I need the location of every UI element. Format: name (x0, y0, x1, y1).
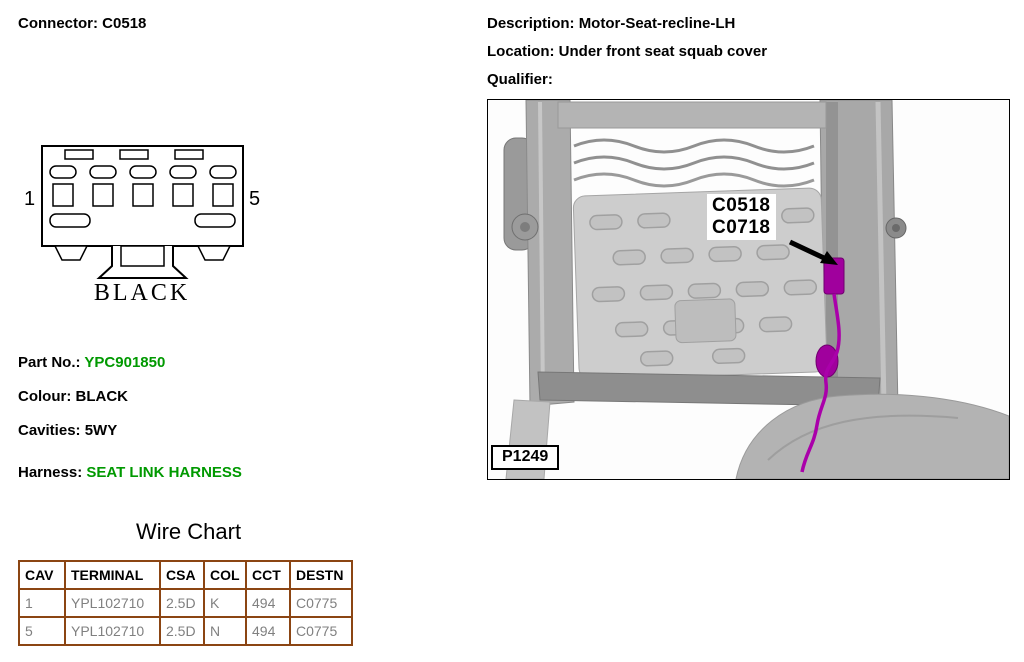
callout-line2: C0718 (712, 217, 771, 238)
part-no-line: Part No.: YPC901850 (18, 354, 165, 371)
part-no-label: Part No.: (18, 354, 81, 371)
callout-arrow (788, 239, 826, 261)
col-header-terminal: TERMINAL (64, 560, 161, 590)
cell-destn: C0775 (289, 616, 353, 646)
location-value: Under front seat squab cover (558, 43, 768, 60)
pin-number-last: 5 (249, 188, 260, 210)
seat-cushion (735, 393, 1009, 479)
seat-back-panel (572, 187, 828, 381)
cell-destn: C0775 (289, 588, 353, 618)
harness-line: Harness: SEAT LINK HARNESS (18, 464, 242, 481)
seat-frame-left-rail (525, 100, 575, 407)
col-header-col: COL (203, 560, 247, 590)
colour-value: BLACK (75, 388, 129, 405)
cell-terminal: YPL102710 (64, 588, 161, 618)
wire-chart-row: 1 YPL102710 2.5D K 494 C0775 (18, 588, 353, 618)
seat-frame-illustration (488, 100, 1009, 479)
qualifier-label: Qualifier: (487, 71, 553, 88)
part-no-value: YPC901850 (84, 354, 166, 371)
cell-csa: 2.5D (159, 588, 205, 618)
wire-chart-title: Wire Chart (135, 519, 242, 544)
harness-label: Harness: (18, 464, 83, 481)
col-header-csa: CSA (159, 560, 205, 590)
cell-col: K (203, 588, 247, 618)
connector-title: Connector: C0518 (18, 15, 146, 32)
pin-number-first: 1 (24, 188, 35, 210)
qualifier-line: Qualifier: (487, 71, 553, 88)
connector-face-svg: 1 5 BLACK (24, 145, 260, 306)
connector-value: C0518 (102, 15, 147, 32)
col-header-cct: CCT (245, 560, 291, 590)
description-value: Motor-Seat-recline-LH (578, 15, 736, 32)
cell-csa: 2.5D (159, 616, 205, 646)
housing-color-text: BLACK (94, 280, 190, 306)
cell-cct: 494 (245, 588, 291, 618)
cell-col: N (203, 616, 247, 646)
col-header-cav: CAV (18, 560, 66, 590)
wire-chart-header-row: CAV TERMINAL CSA COL CCT DESTN (18, 560, 353, 590)
cell-cct: 494 (245, 616, 291, 646)
highlighted-wire (800, 293, 841, 473)
description-line: Description: Motor-Seat-recline-LH (487, 15, 735, 32)
connector-face-diagram: 1 5 BLACK (12, 138, 268, 308)
wire-chart-row: 5 YPL102710 2.5D N 494 C0775 (18, 616, 353, 646)
cell-cav: 1 (18, 588, 66, 618)
cavities-value: 5WY (84, 422, 118, 439)
cell-terminal: YPL102710 (64, 616, 161, 646)
col-header-destn: DESTN (289, 560, 353, 590)
connector-callout: C0518 C0718 (707, 194, 776, 240)
cell-cav: 5 (18, 616, 66, 646)
colour-line: Colour: BLACK (18, 388, 128, 405)
location-photo: C0518 C0718 P1249 (487, 99, 1010, 480)
colour-label: Colour: (18, 388, 72, 405)
connector-label: Connector: (18, 15, 98, 32)
harness-value: SEAT LINK HARNESS (86, 464, 242, 481)
photo-reference-badge: P1249 (491, 445, 560, 470)
cavities-label: Cavities: (18, 422, 81, 439)
location-label: Location: (487, 43, 555, 60)
callout-line1: C0518 (712, 195, 771, 216)
wire-chart-table: CAV TERMINAL CSA COL CCT DESTN 1 YPL1027… (18, 560, 353, 646)
location-line: Location: Under front seat squab cover (487, 43, 767, 60)
description-label: Description: (487, 15, 575, 32)
cavities-line: Cavities: 5WY (18, 422, 117, 439)
